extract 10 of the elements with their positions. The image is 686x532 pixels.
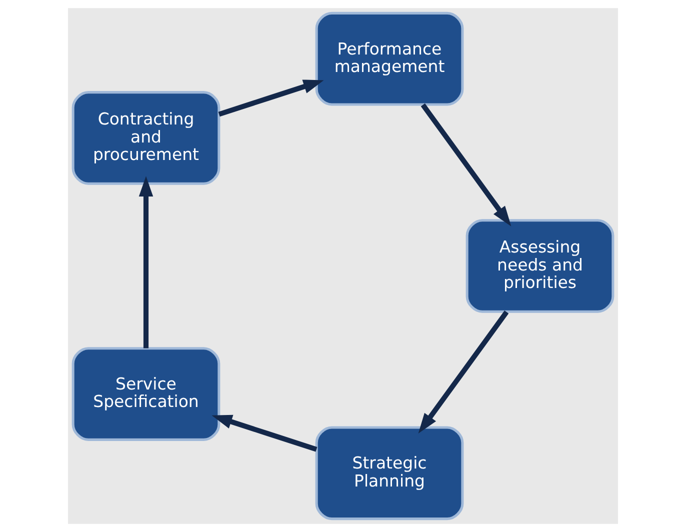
node-box: Performance management xyxy=(315,12,464,106)
node-box: Assessing needs and priorities xyxy=(466,219,614,313)
arrow xyxy=(418,310,509,434)
arrow xyxy=(212,414,318,452)
arrow xyxy=(218,80,324,117)
node-box: Service Specification xyxy=(72,347,220,441)
node-box: Contracting and procurement xyxy=(72,91,220,185)
arrow xyxy=(138,176,154,348)
node-box: Strategic Planning xyxy=(315,426,464,520)
arrow xyxy=(420,103,512,226)
